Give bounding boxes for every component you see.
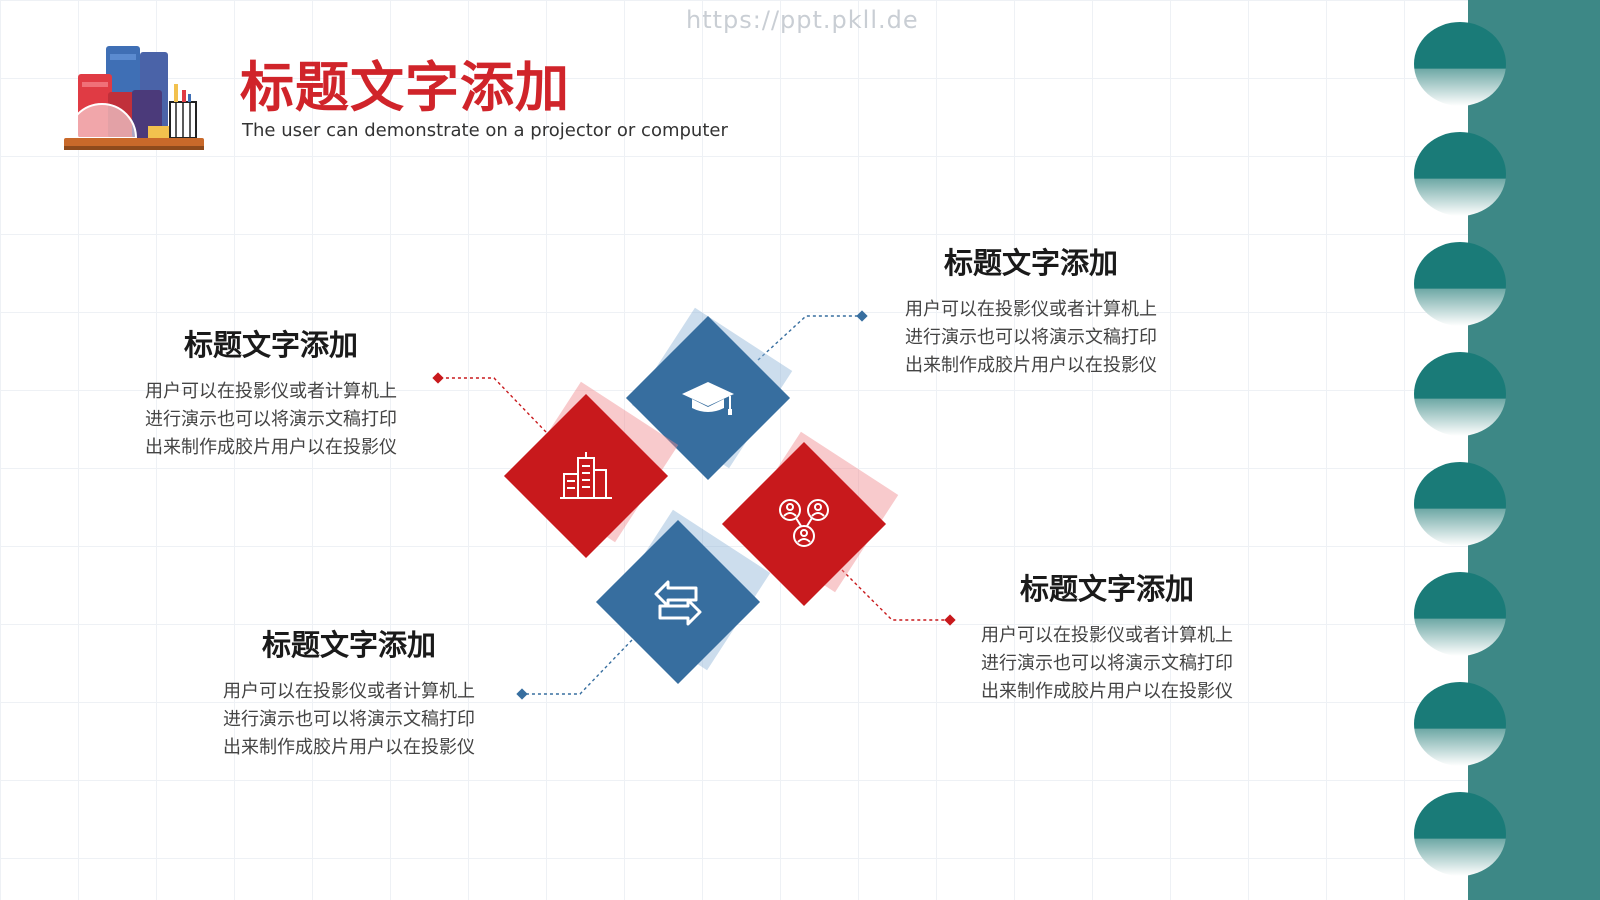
block-title: 标题文字添加	[183, 328, 358, 362]
block-body: 用户可以在投影仪或者计算机上 进行演示也可以将演示文稿打印 出来制作成胶片用户以…	[900, 296, 1162, 380]
block-body: 用户可以在投影仪或者计算机上 进行演示也可以将演示文稿打印 出来制作成胶片用户以…	[976, 622, 1238, 706]
text-block-right: 标题文字添加 用户可以在投影仪或者计算机上 进行演示也可以将演示文稿打印 出来制…	[976, 566, 1238, 706]
text-block-left: 标题文字添加 用户可以在投影仪或者计算机上 进行演示也可以将演示文稿打印 出来制…	[140, 322, 402, 462]
block-body: 用户可以在投影仪或者计算机上 进行演示也可以将演示文稿打印 出来制作成胶片用户以…	[140, 378, 402, 462]
binder-ring	[1414, 352, 1506, 436]
graduation-cap-icon	[678, 368, 738, 428]
page-subtitle: The user can demonstrate on a projector …	[242, 120, 728, 141]
block-line: 进行演示也可以将演示文稿打印	[145, 409, 397, 430]
block-line: 用户可以在投影仪或者计算机上	[905, 299, 1157, 320]
watermark: https://ppt.pkll.de	[686, 6, 919, 34]
block-line: 出来制作成胶片用户以在投影仪	[905, 355, 1157, 376]
books-shelf-icon	[64, 46, 204, 150]
block-line: 用户可以在投影仪或者计算机上	[223, 681, 475, 702]
block-line: 出来制作成胶片用户以在投影仪	[145, 437, 397, 458]
connector-bottom-left	[516, 639, 633, 700]
block-title: 标题文字添加	[261, 628, 436, 662]
block-line: 进行演示也可以将演示文稿打印	[981, 653, 1233, 674]
people-network-icon	[774, 494, 834, 554]
arrows-exchange-icon	[648, 572, 708, 632]
connector-top-right	[757, 310, 868, 361]
block-line: 用户可以在投影仪或者计算机上	[145, 381, 397, 402]
binder-ring	[1414, 792, 1506, 876]
binder-ring	[1414, 682, 1506, 766]
block-title: 标题文字添加	[943, 246, 1118, 280]
page-title: 标题文字添加	[240, 56, 570, 119]
connector-left	[432, 372, 547, 433]
binder-ring	[1414, 462, 1506, 546]
block-line: 出来制作成胶片用户以在投影仪	[981, 681, 1233, 702]
binder-panel	[1468, 0, 1600, 900]
block-line: 用户可以在投影仪或者计算机上	[981, 625, 1233, 646]
block-title: 标题文字添加	[1019, 572, 1194, 606]
block-line: 进行演示也可以将演示文稿打印	[223, 709, 475, 730]
binder-ring	[1414, 242, 1506, 326]
block-line: 进行演示也可以将演示文稿打印	[905, 327, 1157, 348]
binder-ring	[1414, 22, 1506, 106]
block-body: 用户可以在投影仪或者计算机上 进行演示也可以将演示文稿打印 出来制作成胶片用户以…	[218, 678, 480, 762]
text-block-bottom-left: 标题文字添加 用户可以在投影仪或者计算机上 进行演示也可以将演示文稿打印 出来制…	[218, 622, 480, 762]
binder-ring	[1414, 132, 1506, 216]
block-line: 出来制作成胶片用户以在投影仪	[223, 737, 475, 758]
connector-right	[841, 569, 956, 626]
binder-ring	[1414, 572, 1506, 656]
text-block-top-right: 标题文字添加 用户可以在投影仪或者计算机上 进行演示也可以将演示文稿打印 出来制…	[900, 240, 1162, 380]
buildings-icon	[556, 446, 616, 506]
